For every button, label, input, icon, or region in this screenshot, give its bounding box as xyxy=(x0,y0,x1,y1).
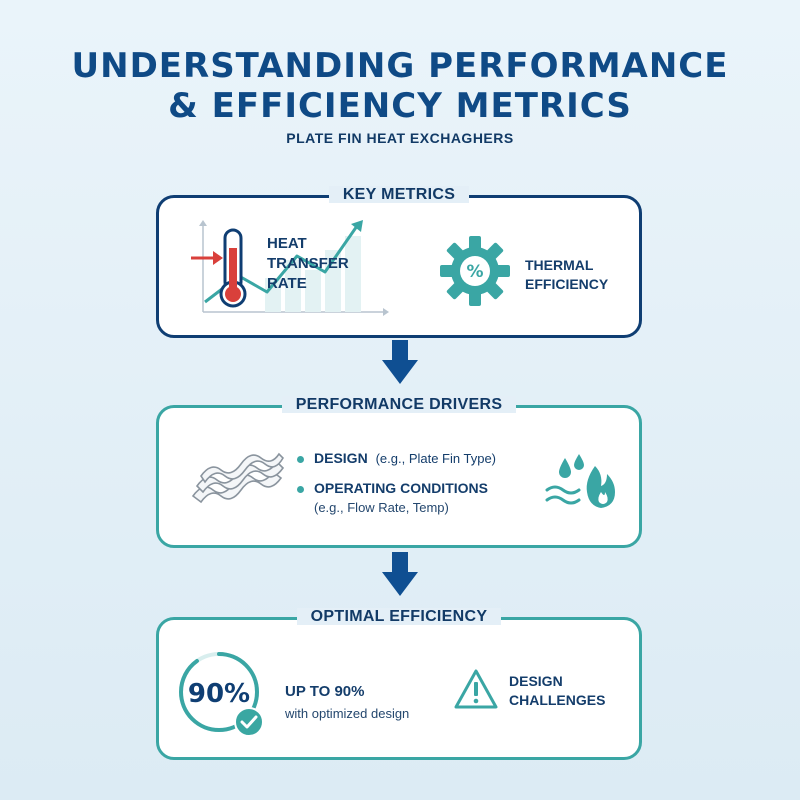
page-subtitle: PLATE FIN HEAT EXCHAGHERS xyxy=(286,130,514,146)
design-challenges-label: DESIGN CHALLENGES xyxy=(509,673,606,708)
up-to-note: with optimized design xyxy=(285,706,410,721)
plate-fin-icon xyxy=(191,452,285,504)
key-metrics-title: KEY METRICS xyxy=(328,186,470,203)
up-to-label: UP TO 90% xyxy=(285,683,365,700)
water-flame-icon xyxy=(545,454,615,508)
heat-transfer-label: HEAT TRANSFER RATE xyxy=(267,235,349,292)
gear-icon: % xyxy=(440,236,510,306)
key-metrics-panel: KEY METRICS HEAT TRANSFER RATE xyxy=(156,186,642,338)
efficiency-ring: 90% xyxy=(179,652,264,737)
bullet-icon xyxy=(297,485,304,493)
optimal-efficiency-title: OPTIMAL EFFICIENCY xyxy=(296,608,502,625)
bullet-icon xyxy=(297,455,304,463)
operating-conditions-driver: OPERATING CONDITIONS xyxy=(297,478,488,498)
optimal-efficiency-panel: OPTIMAL EFFICIENCY 90% UP TO 90% with op… xyxy=(156,608,642,760)
efficiency-badge-value: 90% xyxy=(188,679,250,709)
efficiency-ring-arc xyxy=(179,652,259,732)
operating-conditions-note: (e.g., Flow Rate, Temp) xyxy=(314,500,449,515)
heat-transfer-chart-icon xyxy=(191,220,389,316)
performance-drivers-panel: PERFORMANCE DRIVERS DESIGN (e.g., Plate … xyxy=(156,396,642,548)
down-arrow-icon xyxy=(382,340,418,384)
check-icon xyxy=(234,707,264,737)
warning-icon xyxy=(454,669,498,709)
performance-drivers-title: PERFORMANCE DRIVERS xyxy=(281,396,517,413)
gear-percent-symbol: % xyxy=(466,262,483,282)
thermal-efficiency-label: THERMAL EFFICIENCY xyxy=(525,257,609,292)
design-driver: DESIGN (e.g., Plate Fin Type) xyxy=(297,448,496,469)
page-title-line-1: UNDERSTANDING PERFORMANCE xyxy=(71,46,729,86)
down-arrow-icon xyxy=(382,552,418,596)
page-title-line-2: & EFFICIENCY METRICS xyxy=(168,86,632,126)
